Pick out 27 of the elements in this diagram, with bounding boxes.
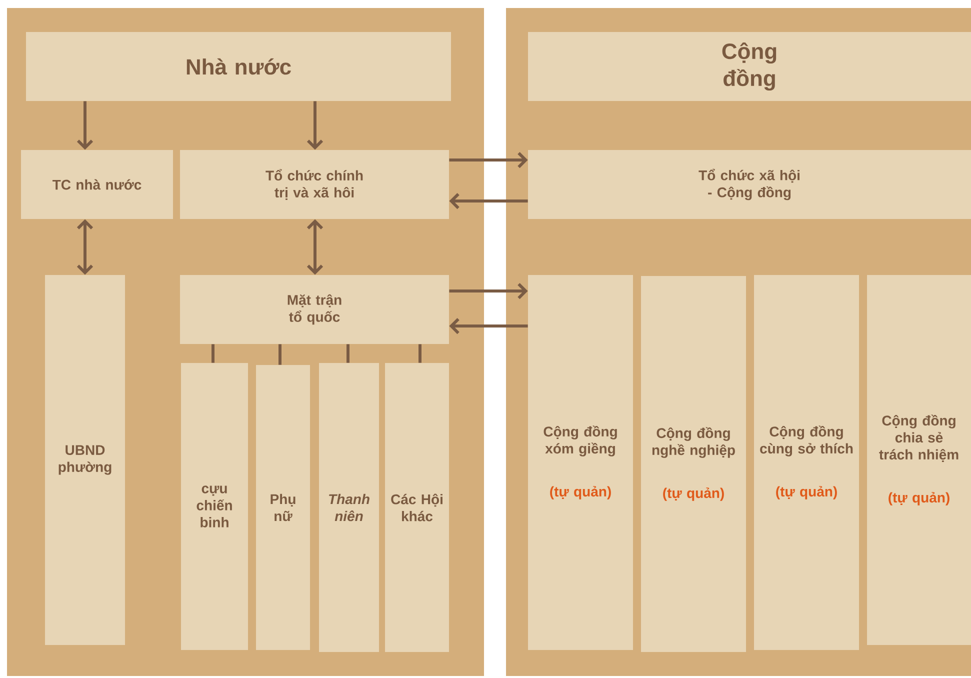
text-box: Tổ chức xã hội - Cộng đồng bbox=[528, 150, 971, 219]
arrow bbox=[449, 318, 528, 334]
heading-box: Cộng đồng bbox=[528, 32, 971, 101]
text-box: Tổ chức chính trị và xã hôi bbox=[180, 150, 449, 219]
column-box: cựu chiến binh bbox=[181, 363, 248, 650]
arrow bbox=[76, 219, 94, 275]
arrow bbox=[449, 192, 528, 210]
column-box: Cộng đồng xóm giềng (tự quản) bbox=[528, 275, 633, 650]
arrow bbox=[449, 282, 528, 300]
connector-line bbox=[346, 344, 350, 363]
arrow bbox=[306, 101, 324, 150]
column-box: Phụ nữ bbox=[256, 365, 310, 650]
arrow bbox=[76, 101, 94, 150]
connector-line bbox=[212, 344, 214, 363]
column-box: Cộng đồng chia sẻ trách nhiệm (tự quản) bbox=[867, 275, 971, 645]
text-box: Mặt trận tổ quốc bbox=[180, 275, 449, 344]
column-box: Thanh niên bbox=[319, 363, 379, 652]
arrow bbox=[449, 152, 528, 168]
connector-line bbox=[278, 344, 282, 365]
column-box: Cộng đồng nghề nghiệp (tự quản) bbox=[641, 276, 746, 652]
arrow bbox=[306, 219, 324, 275]
column-box: UBND phường bbox=[45, 275, 125, 645]
connector-line bbox=[418, 344, 422, 363]
text-box: TC nhà nước bbox=[21, 150, 173, 219]
column-box: Cộng đồng cùng sở thích (tự quản) bbox=[754, 275, 859, 650]
heading-box: Nhà nước bbox=[26, 32, 451, 101]
column-box: Các Hội khác bbox=[385, 363, 449, 652]
